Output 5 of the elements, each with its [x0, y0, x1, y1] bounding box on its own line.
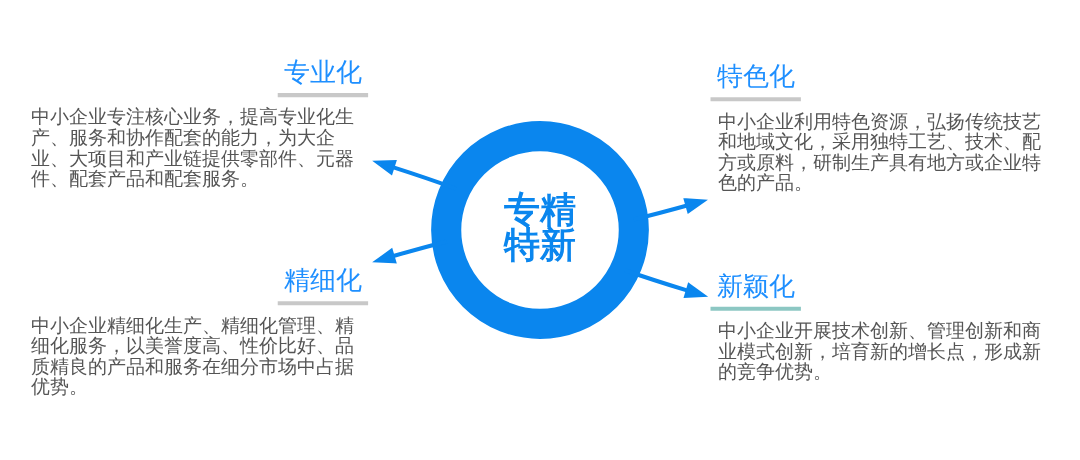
node-circle: 专精特新 [431, 121, 649, 339]
node-text: 新颖化 中小企业开展技术创新、管理创新和商业模式创新，培育新的增长点，形成新的竞争优势。 [716, 270, 1042, 384]
node-text: 专业化 中小企业专注核心业务，提高专业化生产、服务和协作配套的能力，为大企业、大项目和产业链提供零部件、元器件、配套产品和配套服务。 [30, 56, 362, 191]
node-text: 特色化 中小企业利用特色资源，弘扬传统技艺和地域文化，采用独特工艺、技术、配方或原料，研制生产具有地方或企业特色的产品。 [716, 61, 1042, 195]
node-text: 精细化 中小企业精细化生产、精细化管理、精细化服务，以美誉度高、性价比好、品质精良的产品和服务在细分市场中占据优势。 [30, 265, 362, 399]
